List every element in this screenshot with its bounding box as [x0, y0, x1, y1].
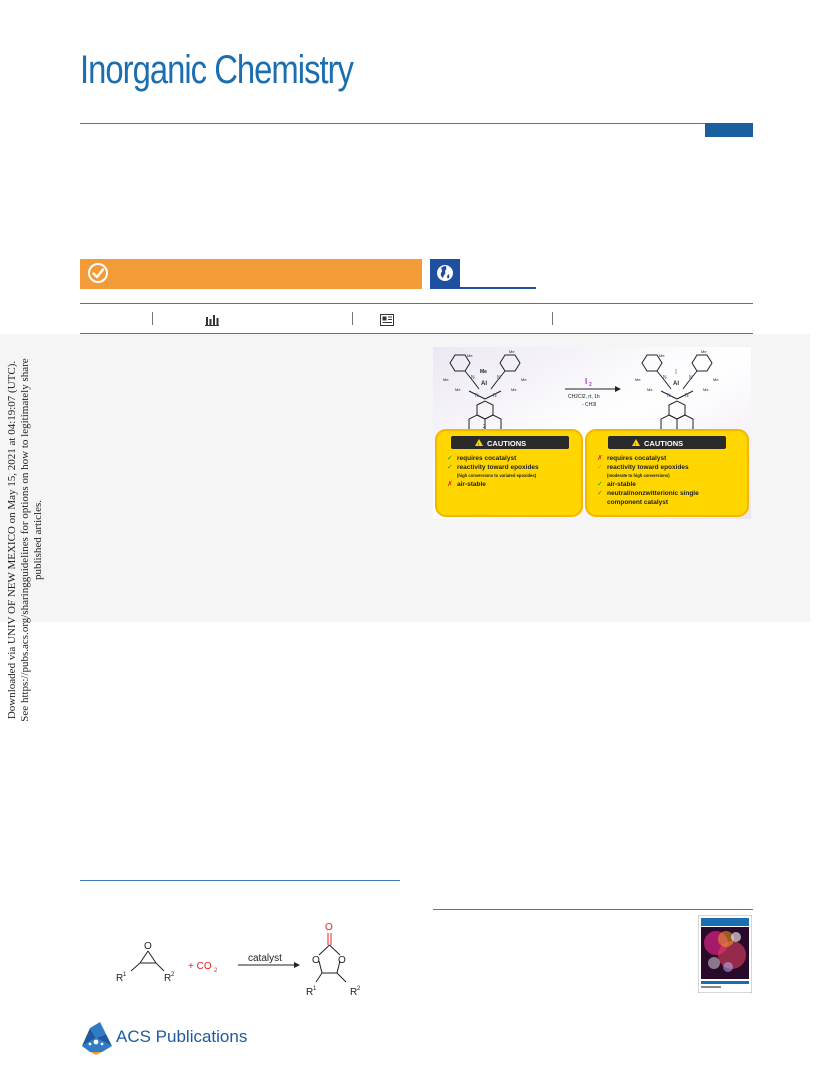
svg-text:O: O	[338, 955, 346, 966]
svg-text:Me: Me	[703, 387, 709, 392]
center-atom-right: Al	[673, 381, 679, 387]
acs-publications-logo[interactable]	[80, 1020, 240, 1056]
svg-text:✓: ✓	[447, 455, 453, 462]
compound-label-left: 2	[483, 424, 486, 430]
caution-heading-left: CAUTIONS	[487, 439, 526, 448]
molecule-3	[641, 354, 713, 434]
co2-label: + CO	[188, 961, 212, 972]
open-access-bar	[80, 259, 422, 289]
svg-text:2: 2	[589, 382, 592, 388]
svg-text:Me: Me	[443, 377, 449, 382]
svg-text:N: N	[471, 375, 475, 381]
global-access-bar	[430, 259, 536, 289]
header-rule	[80, 123, 753, 124]
svg-text:O: O	[325, 922, 333, 933]
svg-text:Me: Me	[509, 349, 515, 354]
caution-right-item: component catalyst	[607, 499, 669, 506]
svg-text:R: R	[350, 987, 357, 998]
svg-text:N: N	[667, 393, 671, 399]
svg-text:R: R	[306, 987, 313, 998]
byproduct: - CH3I	[582, 402, 596, 408]
metrics-bottom-rule	[80, 333, 753, 334]
header-tab	[705, 123, 753, 137]
caution-left-item: (high conversions to variated epoxides)	[457, 473, 537, 478]
center-atom-left: Al	[481, 381, 487, 387]
svg-text:N: N	[689, 375, 693, 381]
svg-text:Me: Me	[635, 377, 641, 382]
caution-left-item: reactivity toward epoxides	[457, 464, 539, 471]
svg-text:N: N	[685, 393, 689, 399]
svg-text:Me: Me	[647, 387, 653, 392]
article-icon[interactable]	[380, 314, 394, 326]
svg-text:2: 2	[214, 968, 218, 974]
caution-left-item: requires cocatalyst	[457, 455, 517, 462]
svg-text:Me: Me	[701, 349, 707, 354]
svg-text:R: R	[116, 973, 123, 984]
toc-graphic: N N N N Al Me Me Me Me Me Me Me 2 I 2 CH…	[433, 347, 751, 519]
svg-text:N: N	[663, 375, 667, 381]
svg-text:Me: Me	[467, 353, 473, 358]
download-notice: Downloaded via UNIV OF NEW MEXICO on May…	[6, 358, 44, 722]
svg-text:1: 1	[313, 986, 317, 992]
epoxide-oxygen: O	[144, 941, 152, 952]
caution-right-item: neutral/nonzwitterionic single	[607, 490, 699, 497]
journal-cover-thumbnail[interactable]	[698, 915, 752, 993]
footnote-rule	[80, 880, 400, 881]
svg-text:!: !	[478, 442, 479, 447]
caution-right-item: reactivity toward epoxides	[607, 464, 689, 471]
svg-text:✓: ✓	[597, 481, 603, 488]
svg-text:!: !	[635, 442, 636, 447]
arrow-label: catalyst	[248, 953, 282, 964]
svg-text:Me: Me	[511, 387, 517, 392]
svg-text:✓: ✓	[447, 464, 453, 471]
svg-text:O: O	[312, 955, 320, 966]
bar-chart-icon[interactable]	[205, 314, 219, 326]
caution-right-item: requires cocatalyst	[607, 455, 667, 462]
caution-left-item: air-stable	[457, 481, 486, 488]
svg-text:Me: Me	[521, 377, 527, 382]
svg-text:✗: ✗	[597, 454, 603, 462]
open-access-box	[80, 259, 422, 287]
svg-text:R: R	[164, 973, 171, 984]
caution-right-item: (moderate to high conversions)	[607, 473, 670, 478]
caution-box-left	[435, 429, 583, 517]
svg-text:Me: Me	[659, 353, 665, 358]
svg-text:Me: Me	[713, 377, 719, 382]
svg-text:N: N	[475, 393, 479, 399]
svg-text:1: 1	[123, 972, 127, 978]
svg-text:N: N	[493, 393, 497, 399]
substituent-right: I	[675, 369, 677, 376]
reagent: I	[585, 377, 587, 386]
svg-text:2: 2	[357, 986, 361, 992]
check-circle-icon	[88, 263, 108, 283]
svg-text:N: N	[497, 375, 501, 381]
caution-box-right	[585, 429, 749, 517]
reaction-conditions: CH2Cl2, rt, 1h	[568, 394, 600, 400]
journal-title: Inorganic Chemistry	[80, 48, 354, 92]
svg-text:✗: ✗	[447, 480, 453, 488]
column-rule	[433, 909, 753, 910]
publisher-name: ACS Publications	[116, 1027, 248, 1046]
svg-text:✓: ✓	[597, 490, 603, 497]
svg-text:Me: Me	[455, 387, 461, 392]
metrics-top-rule	[80, 303, 753, 304]
substituent-left: Me	[480, 369, 487, 375]
svg-text:2: 2	[171, 972, 175, 978]
reaction-scheme: O R 1 R 2 + CO 2 catalyst O O O R 1 R 2	[116, 922, 361, 998]
caution-right-item: air-stable	[607, 481, 636, 488]
globe-icon	[437, 265, 453, 281]
caution-heading-right: CAUTIONS	[644, 439, 683, 448]
svg-text:✓: ✓	[597, 464, 603, 471]
